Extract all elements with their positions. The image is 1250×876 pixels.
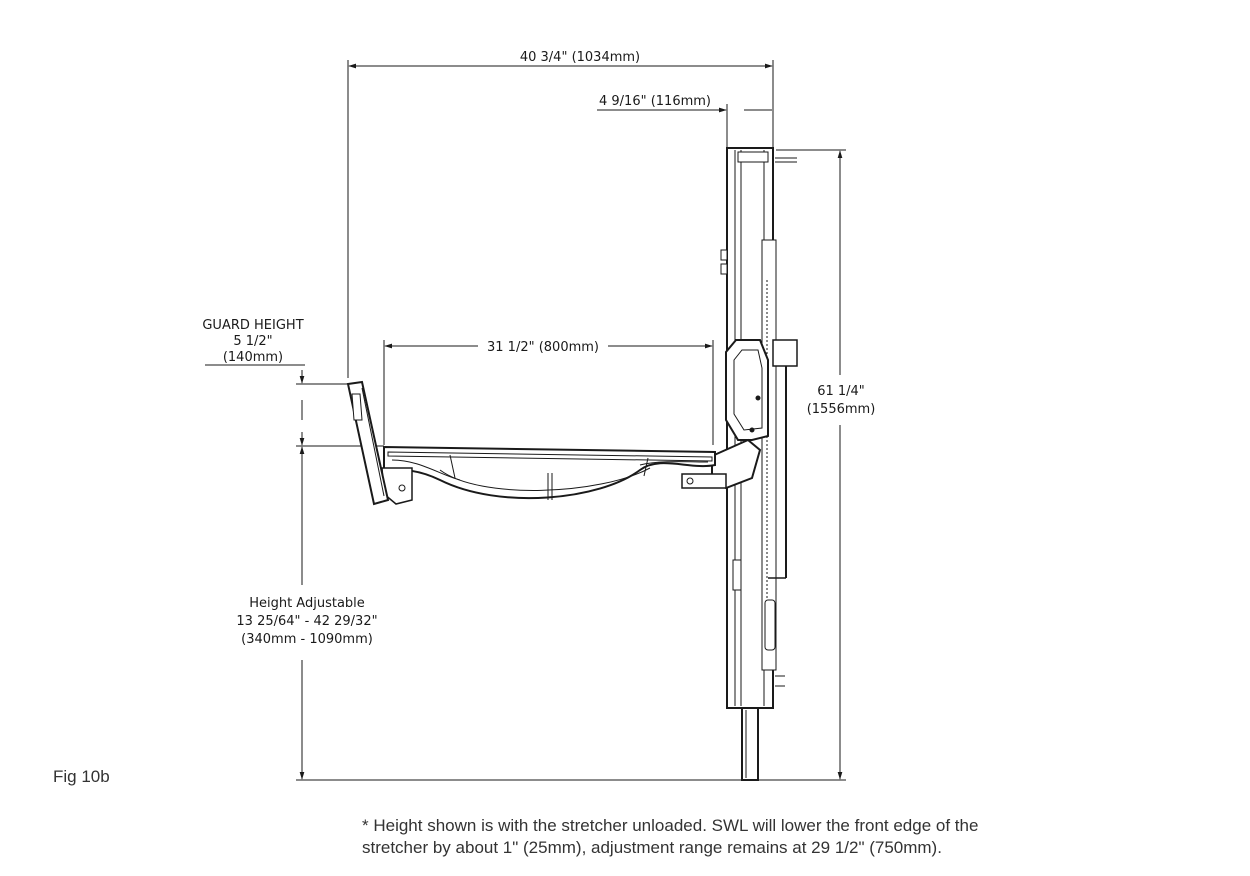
wall-column [681,147,798,781]
figure-label: Fig 10b [53,767,110,786]
dimension-labels: 40 3/4" (1034mm) 4 9/16" (116mm) 31 1/2"… [202,50,875,647]
overall-height-label-2: (1556mm) [807,402,876,417]
height-adjustable-label-3: (340mm - 1090mm) [241,632,373,647]
support-pole [741,707,759,781]
guard-height-label-1: GUARD HEIGHT [202,318,303,333]
height-adjustable-label-2: 13 25/64" - 42 29/32" [236,614,377,629]
footnote-line-1: * Height shown is with the stretcher unl… [362,816,979,835]
height-adjustable-label-1: Height Adjustable [249,596,365,611]
dimension-lines [205,60,846,781]
spring-housing [772,339,798,367]
wall-depth-label: 4 9/16" (116mm) [599,94,711,109]
guard-height-label-3: (140mm) [223,350,283,365]
overall-width-label: 40 3/4" (1034mm) [520,50,640,65]
footnote: * Height shown is with the stretcher unl… [362,815,1242,859]
footnote-line-2: stretcher by about 1" (25mm), adjustment… [362,838,942,857]
overall-height-label-1: 61 1/4" [817,384,865,399]
guard-height-label-2: 5 1/2" [233,334,272,349]
stretcher [346,380,716,506]
stretcher-length-label: 31 1/2" (800mm) [487,340,599,355]
